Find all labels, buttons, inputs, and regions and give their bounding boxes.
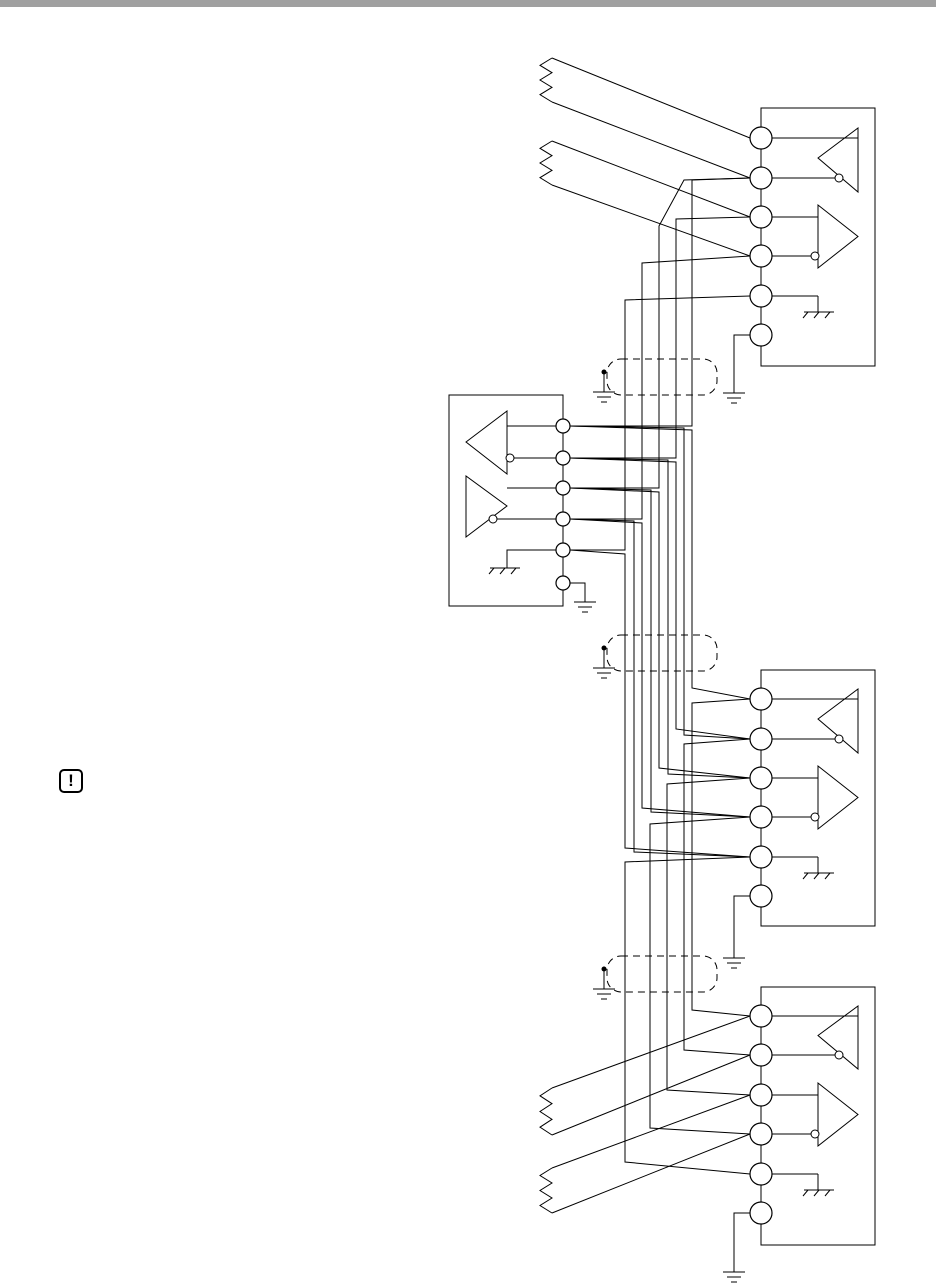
- wire-mid2-bot2: [684, 739, 750, 1055]
- host-driver-inverter-bubble: [489, 515, 497, 523]
- wire-top4-host4: [570, 256, 750, 519]
- top-device-signal-ground-symbol: [825, 312, 830, 318]
- host-driver-triangle: [466, 476, 507, 537]
- cable-shield-drain-point: [602, 967, 607, 972]
- host-terminal-1: [556, 419, 570, 433]
- middle-device-signal-ground-symbol: [825, 873, 830, 879]
- cable-end-zigzag: [540, 1168, 552, 1213]
- cable-end-zigzag: [540, 1088, 552, 1135]
- middle-device-receiver-inverter-bubble: [835, 735, 843, 743]
- middle-device-terminal-3: [750, 767, 772, 789]
- middle-device-terminal-5: [750, 846, 772, 868]
- wire-host1-mid1: [570, 426, 750, 699]
- middle-device-terminal-6: [750, 885, 772, 907]
- host-terminal-5: [556, 543, 570, 557]
- host-signal-ground-wire: [507, 550, 556, 568]
- host-terminal-3: [556, 481, 570, 495]
- top-device-terminal-5: [750, 285, 772, 307]
- wire-host-extra-b: [570, 458, 750, 778]
- top-device-driver-inverter-bubble: [811, 252, 819, 260]
- wire-to-top-terminal-1: [552, 58, 750, 138]
- bottom-device-signal-ground-symbol: [803, 1190, 808, 1196]
- top-device-signal-ground-symbol: [814, 312, 819, 318]
- cable-end-zigzag: [540, 141, 552, 185]
- top-device-terminal-6: [750, 324, 772, 346]
- host-signal-ground-symbol: [489, 568, 494, 574]
- wire-from-bottom-terminal-2: [552, 1055, 750, 1135]
- top-device-terminal-2: [750, 167, 772, 189]
- wire-from-bottom-terminal-4: [552, 1134, 750, 1213]
- cable-shield-outline: [607, 359, 717, 395]
- wire-mid5-bot5: [625, 857, 750, 1174]
- wire-host5-mid5: [570, 550, 750, 857]
- wire-to-top-terminal-2: [552, 102, 750, 178]
- middle-device-terminal-2: [750, 728, 772, 750]
- wire-host2-mid2: [570, 458, 750, 739]
- wire-mid3-bot3: [667, 778, 750, 1095]
- wire-mid4-bot4: [650, 817, 750, 1134]
- wire-to-top-terminal-4: [552, 185, 750, 256]
- wire-from-bottom-terminal-1: [552, 1016, 750, 1088]
- top-device-terminal-4: [750, 245, 772, 267]
- bottom-device-signal-ground-symbol: [814, 1190, 819, 1196]
- wire-top-cross-host3: [570, 178, 750, 488]
- top-device-frame-ground-wire: [734, 335, 750, 393]
- middle-device-signal-ground-symbol: [803, 873, 808, 879]
- wire-host-extra-a: [570, 426, 750, 739]
- bottom-device-driver-triangle: [818, 1083, 858, 1146]
- bottom-device-terminal-2: [750, 1044, 772, 1066]
- cable-shield-outline: [607, 635, 717, 671]
- bottom-device-frame-ground-wire: [734, 1213, 750, 1272]
- bottom-device-receiver-inverter-bubble: [835, 1051, 843, 1059]
- host-signal-ground-symbol: [511, 568, 516, 574]
- middle-device-driver-triangle: [818, 766, 858, 829]
- bottom-device-driver-inverter-bubble: [811, 1130, 819, 1138]
- middle-device-driver-inverter-bubble: [811, 813, 819, 821]
- wire-top5-host5: [570, 296, 750, 550]
- top-device-terminal-3: [750, 206, 772, 228]
- top-device-signal-ground-symbol: [803, 312, 808, 318]
- cable-shield-outline: [607, 956, 717, 992]
- middle-device-frame-ground-wire: [734, 896, 750, 958]
- bottom-device-terminal-6: [750, 1202, 772, 1224]
- host-terminal-2: [556, 451, 570, 465]
- host-receiver-inverter-bubble: [506, 454, 514, 462]
- bottom-device-terminal-5: [750, 1163, 772, 1185]
- host-receiver-triangle: [466, 411, 507, 474]
- wire-from-bottom-terminal-3: [552, 1095, 750, 1168]
- middle-device-signal-ground-symbol: [814, 873, 819, 879]
- warning-notice-icon: !: [59, 769, 83, 793]
- bottom-device-terminal-3: [750, 1084, 772, 1106]
- top-device-receiver-inverter-bubble: [835, 174, 843, 182]
- top-device-terminal-1: [750, 127, 772, 149]
- wire-top2-host1: [570, 178, 750, 426]
- bottom-device-terminal-4: [750, 1123, 772, 1145]
- cable-shield-drain-point: [602, 370, 607, 375]
- middle-device-terminal-1: [750, 688, 772, 710]
- host-frame-ground-wire: [570, 583, 585, 602]
- host-terminal-6: [556, 576, 570, 590]
- middle-device-terminal-4: [750, 806, 772, 828]
- cable-shield-drain-point: [602, 646, 607, 651]
- bottom-device-signal-ground-symbol: [825, 1190, 830, 1196]
- host-signal-ground-symbol: [500, 568, 505, 574]
- wire-host-extra-d: [570, 519, 750, 857]
- wire-top3-host2: [570, 217, 750, 458]
- top-device-driver-triangle: [818, 205, 858, 268]
- wire-host3-mid3: [570, 488, 750, 778]
- bottom-device-receiver-triangle: [818, 1006, 858, 1069]
- host-terminal-4: [556, 512, 570, 526]
- bottom-device-terminal-1: [750, 1005, 772, 1027]
- cable-end-zigzag: [540, 58, 552, 102]
